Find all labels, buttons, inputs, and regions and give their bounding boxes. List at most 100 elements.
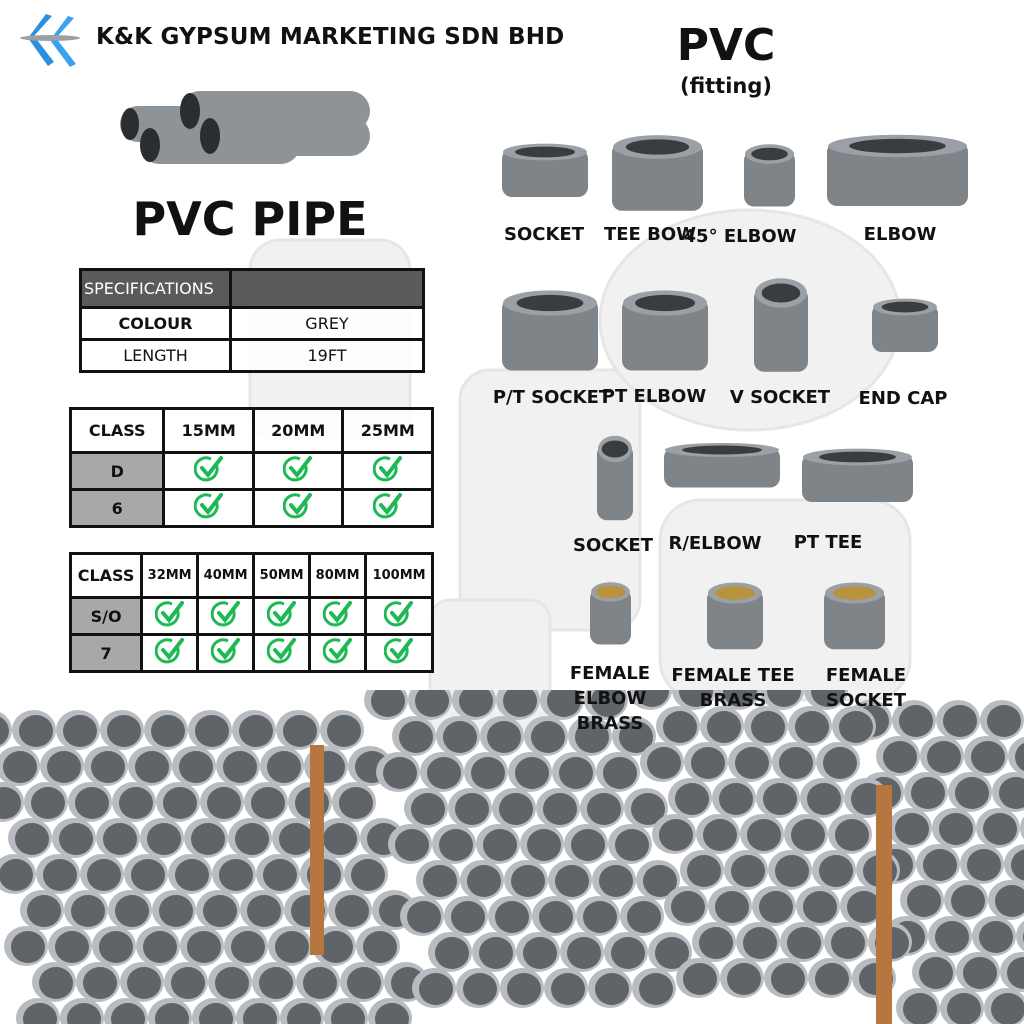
class-cell: 6 [68, 488, 166, 528]
pipe-end [584, 690, 628, 720]
pipe-end [936, 700, 980, 740]
pipe-end [20, 890, 64, 930]
pipe-end [496, 690, 540, 720]
class-cell: 7 [68, 633, 144, 673]
check-icon [341, 488, 434, 528]
column-header: 100MM [364, 552, 434, 599]
pipe-end [408, 690, 452, 720]
pipe-end [576, 896, 620, 936]
pipe-end [728, 742, 772, 782]
pipe-end [992, 772, 1024, 812]
pipe-end [920, 736, 964, 776]
pipe-end [92, 926, 136, 966]
column-header: 15MM [162, 407, 255, 454]
pipe-end [764, 958, 808, 998]
pipe-end [156, 782, 200, 822]
pipe-end [696, 814, 740, 854]
column-header: 80MM [308, 552, 368, 599]
pipe-end [488, 896, 532, 936]
pipe-end [756, 778, 800, 818]
pipe-end [56, 710, 100, 750]
pipe-end [0, 712, 12, 748]
pipe-end [592, 860, 636, 900]
pipe-end [212, 854, 256, 894]
pipe-end [188, 710, 232, 750]
pipe-end [96, 818, 140, 858]
column-header: CLASS [68, 407, 166, 454]
pipe-end [892, 700, 936, 740]
pipe-end [900, 880, 944, 920]
pipe-end [460, 860, 504, 900]
pipe-end [948, 772, 992, 812]
pipe-end [840, 886, 884, 926]
pipe-end [652, 814, 696, 854]
pipe-end [780, 922, 824, 962]
pipe-end [560, 932, 604, 972]
pipe-end [1000, 952, 1024, 992]
pipe-end [244, 782, 288, 822]
pipe-end [876, 736, 920, 776]
pipe-end [692, 922, 736, 962]
pipe-end [12, 710, 56, 750]
class-cell: S/O [68, 596, 144, 636]
pipe-end [184, 818, 228, 858]
pipe-end [928, 916, 972, 956]
pipe-end [320, 710, 364, 750]
pvc-pipe-title: PVC PIPE [132, 192, 368, 246]
pipe-end [536, 788, 580, 828]
spec-value: 19FT [229, 338, 425, 373]
pipe-end [828, 814, 872, 854]
fitting-image [827, 134, 968, 206]
pipe-end [912, 952, 956, 992]
pipe-end [128, 746, 172, 786]
pipe-end [428, 932, 472, 972]
pipe-end [0, 746, 40, 786]
pipe-end [296, 962, 340, 1002]
pipe-end [4, 926, 48, 966]
pipe-end [472, 932, 516, 972]
pipe-end [152, 890, 196, 930]
pipe-end [236, 998, 280, 1024]
pipe-end [636, 860, 680, 900]
pipe-end [976, 808, 1020, 848]
pipe-end [784, 814, 828, 854]
pipe-end [940, 988, 984, 1024]
pipe-end [668, 778, 712, 818]
pipe-end [724, 850, 768, 890]
pipe-end [84, 746, 128, 786]
company-logo [20, 14, 80, 67]
pipe-end [832, 706, 876, 746]
pipe-end [716, 690, 760, 710]
pipe-end [476, 824, 520, 864]
column-header: CLASS [68, 552, 144, 599]
check-icon [251, 451, 345, 491]
pipe-end [972, 916, 1016, 956]
pipe-end [804, 690, 848, 710]
pipe-end [608, 824, 652, 864]
pipe-end [260, 746, 304, 786]
pipe-end [36, 854, 80, 894]
pipe-end [0, 782, 24, 822]
pipe-end [504, 860, 548, 900]
pvc-pipe-image [120, 91, 370, 164]
pipe-end [444, 896, 488, 936]
pipe-end [1020, 816, 1024, 840]
pipe-end [8, 818, 52, 858]
column-header: 25MM [341, 407, 434, 454]
pipe-end [108, 890, 152, 930]
pipe-end [464, 752, 508, 792]
check-icon [341, 451, 434, 491]
pipe-stack-image [0, 690, 1024, 1024]
pipe-end [740, 814, 784, 854]
pipe-end [144, 710, 188, 750]
pipe-end [452, 690, 496, 720]
pipe-end [416, 860, 460, 900]
pipe-end [612, 716, 656, 756]
pipe-end [200, 782, 244, 822]
pipe-end [1008, 736, 1024, 776]
pipe-end [552, 752, 596, 792]
column-header: 40MM [196, 552, 256, 599]
pipe-end [916, 844, 960, 884]
pipe-end [932, 808, 976, 848]
